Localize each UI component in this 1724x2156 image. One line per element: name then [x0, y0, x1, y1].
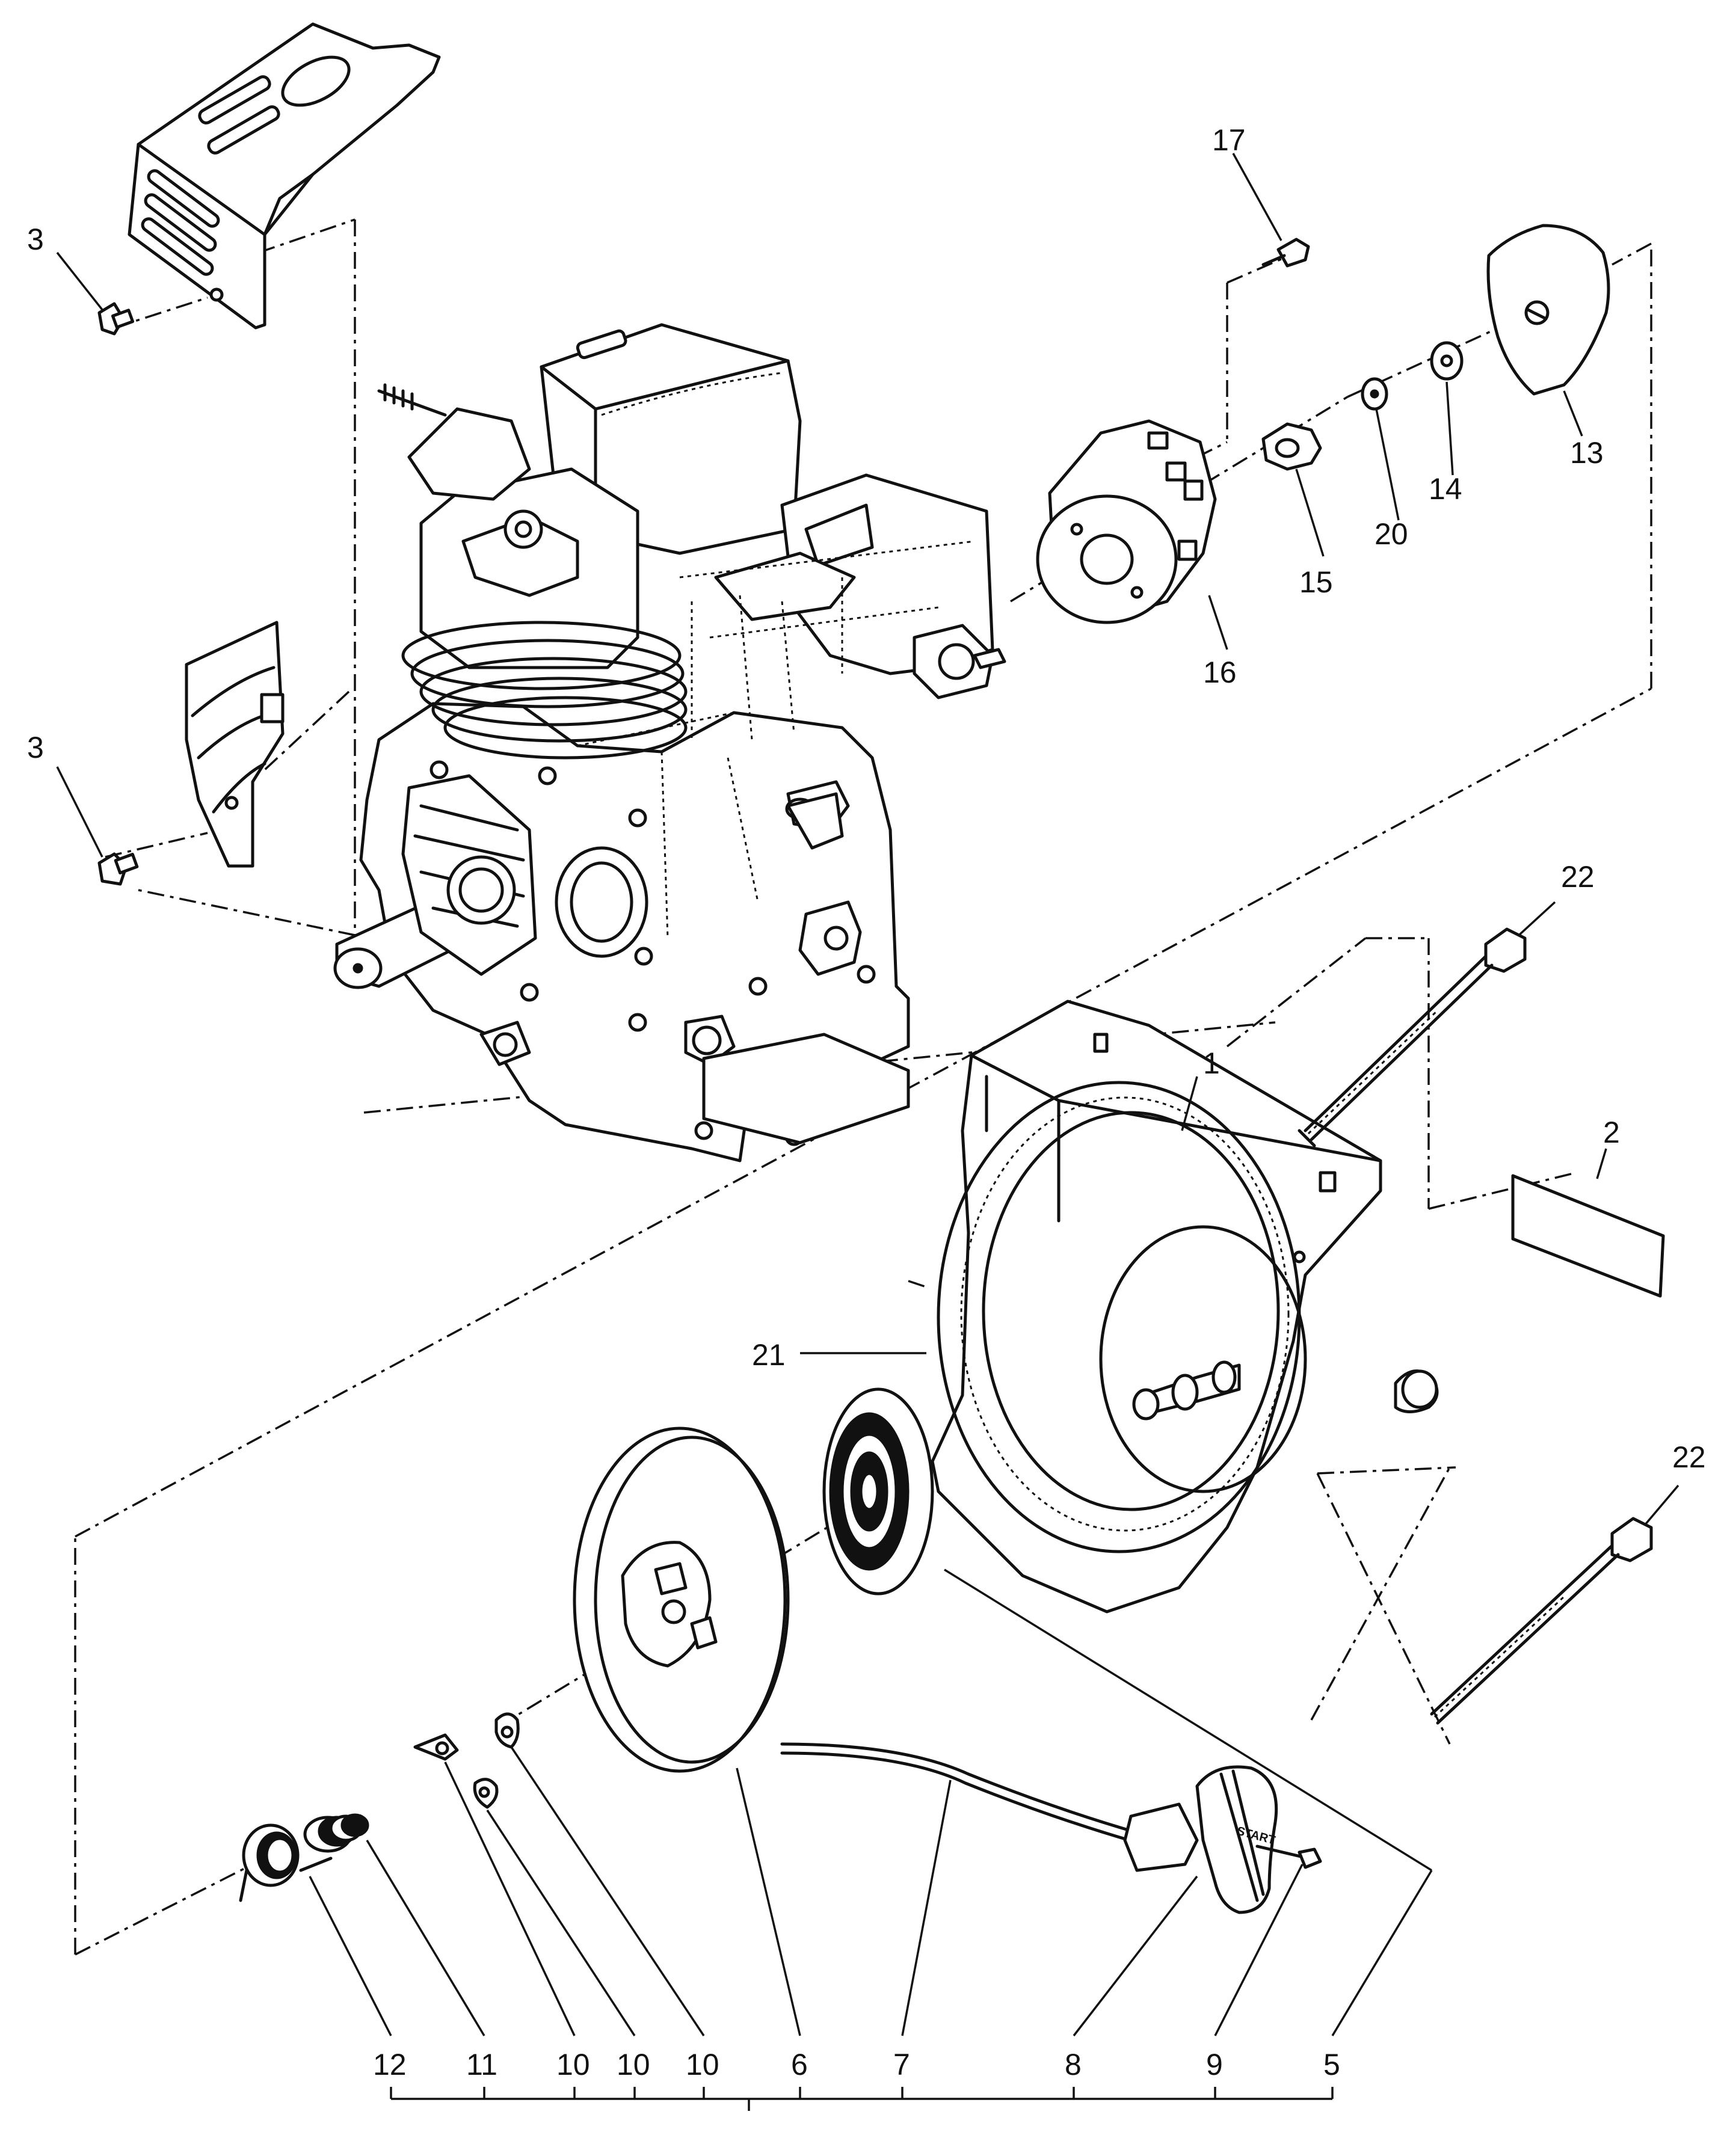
- callout-17: 17: [1212, 123, 1246, 157]
- callout-5: 5: [1323, 2048, 1340, 2081]
- recoil-spring-5: [822, 1387, 934, 1596]
- callout-22-upper: 22: [1561, 860, 1595, 894]
- callout-11: 11: [466, 2048, 497, 2081]
- decal-2: [1511, 1174, 1665, 1298]
- callout-10-a: 10: [556, 2048, 590, 2081]
- pulley-6: [573, 1427, 790, 1773]
- pin-9: [1255, 1844, 1322, 1869]
- callout-10-b: 10: [617, 2048, 650, 2081]
- spring-11: [303, 1813, 369, 1853]
- callout-22-lower: 22: [1672, 1440, 1706, 1474]
- spring-12: [239, 1823, 333, 1902]
- callout-2: 2: [1603, 1116, 1620, 1149]
- housing-ring-21: [937, 1081, 1307, 1553]
- callout-20: 20: [1375, 517, 1408, 551]
- starter-cup-16: [1036, 419, 1217, 624]
- callout-10-c: 10: [686, 2048, 719, 2081]
- retainer-10: [494, 1712, 520, 1749]
- leader-lines: [56, 153, 1679, 2111]
- bolt-22-upper: [1298, 927, 1527, 1147]
- callout-1: 1: [1203, 1046, 1220, 1080]
- nut-15: [1261, 422, 1322, 471]
- washer-14: [1430, 341, 1464, 381]
- ratchet-10: [413, 1733, 459, 1761]
- callout-labels: 3 3 17 13 14 20 15 16 22 1 2 21 22 12 11…: [27, 123, 1706, 2081]
- bolt-22-lower: [1430, 1517, 1653, 1725]
- engine-assembly: [333, 323, 1006, 1162]
- callout-7: 7: [893, 2048, 910, 2081]
- screw-3-upper: [97, 302, 135, 336]
- callout-13: 13: [1570, 436, 1604, 470]
- callout-15: 15: [1299, 565, 1333, 599]
- pawl-10: [473, 1778, 499, 1809]
- screw-3-lower: [97, 852, 139, 886]
- callout-12: 12: [373, 2048, 407, 2081]
- callout-9: 9: [1206, 2048, 1223, 2081]
- upper-shroud-bracket: [128, 22, 441, 330]
- cooling-fins: [401, 621, 688, 760]
- callout-3-lower: 3: [27, 731, 44, 764]
- callout-21: 21: [752, 1338, 786, 1372]
- rotating-screen-13: [1486, 224, 1610, 396]
- starter-handle-8: START: [1123, 1765, 1278, 1914]
- callout-16: 16: [1203, 656, 1237, 689]
- blower-housing-1: [931, 1000, 1439, 1614]
- starter-rope-7: [780, 1742, 1145, 1845]
- lock-washer-20: [1361, 377, 1388, 411]
- callout-6: 6: [791, 2048, 808, 2081]
- callout-14: 14: [1429, 472, 1462, 506]
- callout-3-upper: 3: [27, 223, 44, 256]
- callout-8: 8: [1065, 2048, 1082, 2081]
- screw-17: [1261, 238, 1310, 268]
- lower-shroud-plate: [185, 621, 285, 868]
